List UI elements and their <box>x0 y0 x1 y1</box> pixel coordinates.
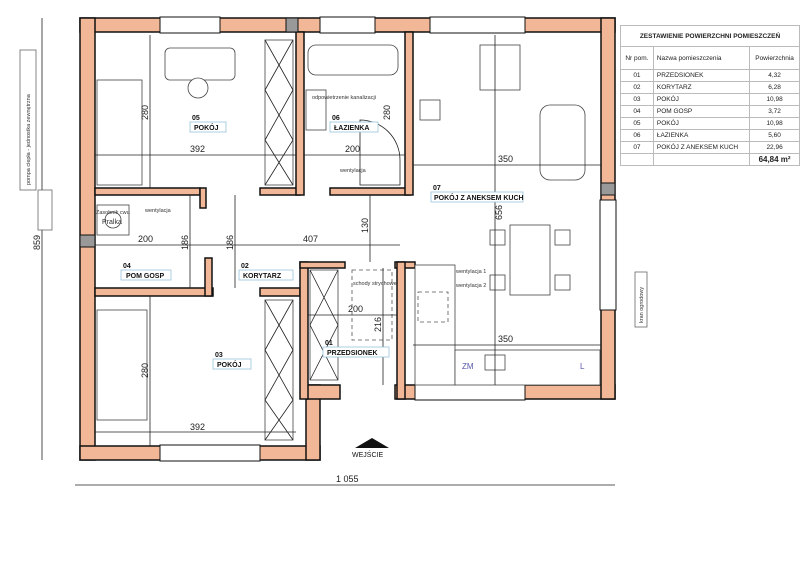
svg-text:POKÓJ: POKÓJ <box>194 123 219 132</box>
svg-text:wentylacja 2: wentylacja 2 <box>455 283 486 289</box>
svg-text:wentylacja 1: wentylacja 1 <box>455 269 486 275</box>
svg-text:POM GOSP: POM GOSP <box>126 273 164 280</box>
svg-text:186: 186 <box>225 235 235 250</box>
svg-text:280: 280 <box>382 105 392 120</box>
svg-text:wentylacja: wentylacja <box>144 208 172 214</box>
svg-text:03: 03 <box>215 352 223 359</box>
svg-text:PRZEDSIONEK: PRZEDSIONEK <box>327 350 378 357</box>
svg-text:odpowietrzenie kanalizacji: odpowietrzenie kanalizacji <box>312 95 376 101</box>
svg-text:POKÓJ Z ANEKSEM KUCH: POKÓJ Z ANEKSEM KUCH <box>434 193 524 202</box>
svg-text:wentylacja: wentylacja <box>339 168 367 174</box>
svg-text:06: 06 <box>332 115 340 122</box>
svg-text:130: 130 <box>360 218 370 233</box>
svg-text:Pralka: Pralka <box>102 219 122 226</box>
svg-text:1 055: 1 055 <box>336 474 359 484</box>
annotations: pompa ciepła - jednostka zewnętrzna went… <box>19 49 648 459</box>
svg-text:07: 07 <box>433 185 441 192</box>
svg-text:200: 200 <box>345 144 360 154</box>
svg-text:05: 05 <box>192 115 200 122</box>
svg-text:280: 280 <box>140 363 150 378</box>
svg-text:407: 407 <box>303 234 318 244</box>
svg-text:POKÓJ: POKÓJ <box>217 360 242 369</box>
svg-text:350: 350 <box>498 154 513 164</box>
svg-text:186: 186 <box>180 235 190 250</box>
svg-text:Zasobnik cwu: Zasobnik cwu <box>96 210 130 216</box>
svg-text:656: 656 <box>494 205 504 220</box>
svg-text:216: 216 <box>373 317 383 332</box>
svg-text:392: 392 <box>190 422 205 432</box>
room-labels: 05 POKÓJ 06 ŁAZIENKA 07 POKÓJ Z ANEKSEM … <box>120 115 524 370</box>
svg-text:01: 01 <box>325 340 333 347</box>
svg-text:pompa ciepła - jednostka zewnę: pompa ciepła - jednostka zewnętrzna <box>26 93 32 185</box>
svg-text:ZM: ZM <box>462 362 474 371</box>
svg-text:schody strychowe: schody strychowe <box>353 281 397 287</box>
svg-text:200: 200 <box>348 304 363 314</box>
svg-text:kran ogrodowy: kran ogrodowy <box>639 287 645 323</box>
svg-text:WEJŚCIE: WEJŚCIE <box>352 450 383 459</box>
area-summary-table: ZESTAWIENIE POWIERZCHNI POMIESZCZEŃ Nr p… <box>620 25 800 166</box>
svg-text:392: 392 <box>190 144 205 154</box>
dimension-lines <box>41 18 615 486</box>
svg-text:859: 859 <box>32 235 42 250</box>
svg-text:ŁAZIENKA: ŁAZIENKA <box>334 125 369 132</box>
svg-text:350: 350 <box>498 334 513 344</box>
svg-text:02: 02 <box>241 263 249 270</box>
table-total-row: 64,84 m² <box>620 153 800 166</box>
svg-text:04: 04 <box>123 263 131 270</box>
svg-text:280: 280 <box>140 105 150 120</box>
furniture <box>96 39 601 441</box>
svg-text:KORYTARZ: KORYTARZ <box>243 273 282 280</box>
dimension-labels: 392 280 200 280 350 656 200 186 186 407 … <box>32 105 513 484</box>
svg-text:L: L <box>580 362 585 371</box>
windows <box>159 16 617 462</box>
svg-text:200: 200 <box>138 234 153 244</box>
